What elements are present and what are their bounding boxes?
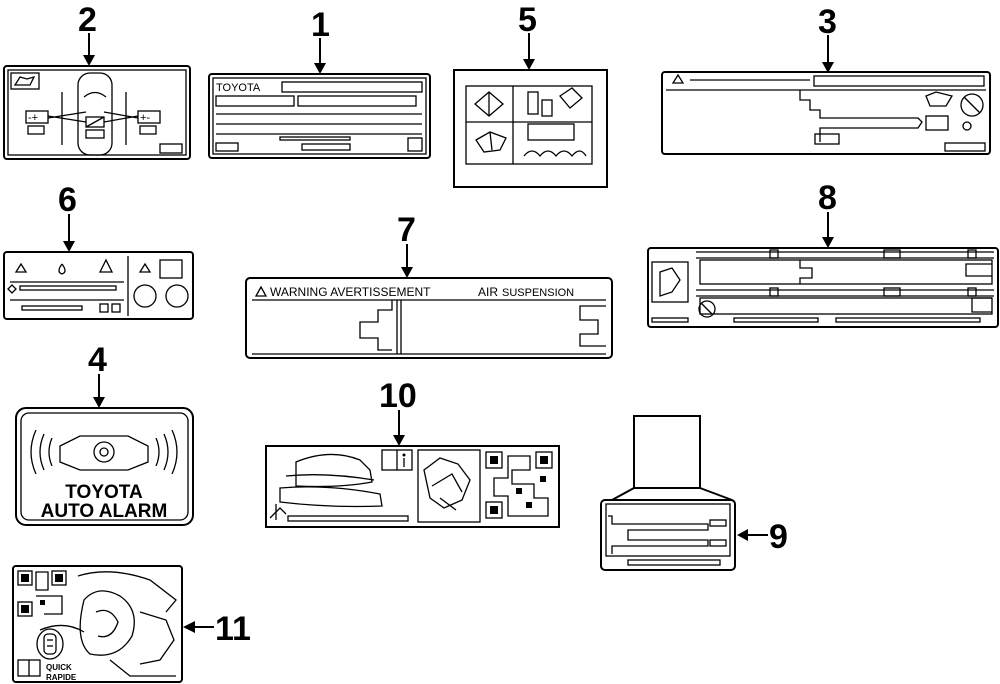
callout-number-4: 4: [88, 341, 107, 379]
callout-7: 7: [397, 211, 416, 278]
callout-number-3: 3: [818, 3, 837, 41]
callout-9: 9: [737, 518, 788, 556]
callout-number-8: 8: [818, 179, 837, 217]
label-7-suspension-text: SUSPENSION: [502, 287, 574, 299]
callout-8: 8: [818, 179, 837, 248]
svg-text:+-: +-: [140, 112, 150, 124]
qr-code-icon: [485, 451, 553, 519]
manual-book-icon: [17, 659, 41, 677]
callout-2: 2: [78, 1, 97, 66]
callout-number-1: 1: [311, 6, 330, 44]
manual-book-icon: [925, 91, 954, 107]
callout-6: 6: [58, 181, 77, 252]
seat-icon: [279, 453, 383, 508]
manual-book-icon: [10, 72, 40, 90]
callout-4: 4: [88, 341, 107, 408]
label-4-line1-text: TOYOTA: [65, 482, 143, 503]
door-button-icon: [36, 628, 64, 660]
callout-number-9: 9: [769, 518, 788, 556]
prohibited-sign-icon: [960, 93, 984, 117]
callout-number-5: 5: [518, 1, 537, 39]
label-2-battery-jump: -+ +-: [3, 65, 191, 160]
label-1-brand-text: TOYOTA: [216, 82, 261, 94]
qr-code-icon: [17, 570, 67, 617]
information-icon: [381, 449, 413, 471]
svg-text:-+: -+: [28, 112, 38, 124]
callout-number-11: 11: [215, 610, 251, 648]
car-top-view-icon: [77, 72, 113, 156]
label-11-line1-text: QUICK: [46, 663, 72, 672]
label-9-tag: [600, 415, 736, 571]
manual-book-icon: [475, 131, 507, 153]
label-8-tire-info: [647, 247, 999, 328]
warning-triangle-icon: [254, 285, 268, 297]
label-4-line2-text: AUTO ALARM: [41, 501, 168, 522]
label-11-quick-guide: QUICK RAPIDE: [12, 565, 183, 683]
label-7-air-suspension-warning: WARNING AVERTISSEMENT AIR SUSPENSION: [245, 277, 613, 359]
warning-triangle-icon: [671, 73, 685, 84]
label-4-auto-alarm: TOYOTA AUTO ALARM: [15, 407, 194, 526]
diamond-warning-icon: [474, 91, 504, 117]
label-7-warning-text: WARNING AVERTISSEMENT: [270, 285, 431, 299]
battery-icon: +-: [137, 110, 161, 135]
battery-icon: -+: [25, 110, 49, 135]
callout-5: 5: [518, 1, 537, 70]
callout-10: 10: [379, 377, 417, 446]
callout-number-2: 2: [78, 1, 97, 39]
alarm-signal-icon: [30, 429, 178, 475]
callout-3: 3: [818, 3, 837, 73]
callout-number-7: 7: [397, 211, 416, 249]
label-11-line2-text: RAPIDE: [46, 673, 77, 682]
label-6-caution: [3, 251, 194, 320]
callout-1: 1: [311, 6, 330, 74]
label-5-caution: [453, 69, 608, 188]
label-1-vehicle-info: TOYOTA: [208, 73, 431, 159]
tire-icon: [698, 300, 716, 318]
callout-11: 11: [183, 610, 251, 648]
fluid-fill-icon: [523, 87, 587, 158]
label-7-air-text: AIR: [478, 285, 498, 299]
callout-number-6: 6: [58, 181, 77, 219]
callout-number-10: 10: [379, 377, 417, 415]
label-10-seat-info: [265, 445, 560, 528]
label-3-info: [661, 71, 991, 155]
